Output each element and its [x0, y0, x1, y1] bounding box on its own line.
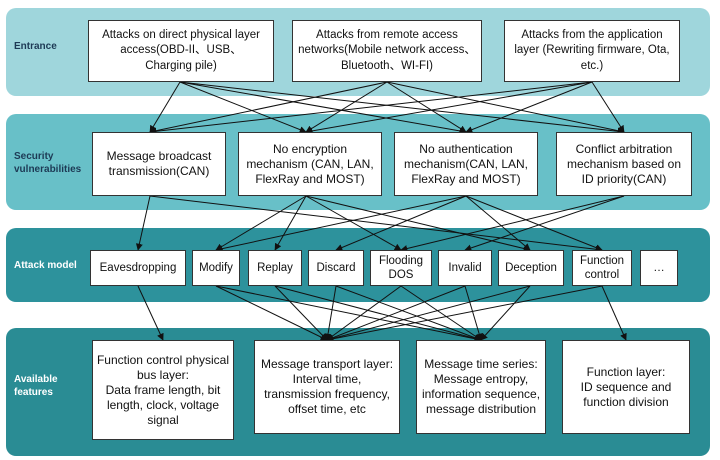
- entrance-box-physical-access: Attacks on direct physical layer access(…: [88, 20, 274, 82]
- feature-box-message-time-series: Message time series: Message entropy, in…: [416, 340, 546, 434]
- vulnerability-box-broadcast: Message broadcast transmission(CAN): [92, 132, 226, 196]
- vulnerability-box-no-authentication: No authentication mechanism(CAN, LAN, Fl…: [394, 132, 538, 196]
- feature-box-message-transport-layer: Message transport layer: Interval time, …: [254, 340, 400, 434]
- entrance-box-remote-networks: Attacks from remote access networks(Mobi…: [292, 20, 482, 82]
- section-label-attack-model: Attack model: [14, 260, 77, 271]
- vulnerability-box-conflict-arbitration: Conflict arbitration mechanism based on …: [556, 132, 692, 196]
- attack-box-eavesdropping: Eavesdropping: [90, 250, 186, 286]
- attack-box-deception: Deception: [498, 250, 564, 286]
- feature-box-physical-bus-layer: Function control physical bus layer: Dat…: [92, 340, 234, 440]
- attack-box-more: …: [640, 250, 678, 286]
- section-label-security-vulnerabilities: Security vulnerabilities: [14, 151, 82, 175]
- feature-box-function-layer: Function layer: ID sequence and function…: [562, 340, 690, 434]
- section-label-entrance: Entrance: [14, 41, 57, 52]
- attack-box-discard: Discard: [308, 250, 364, 286]
- attack-box-flooding-dos: Flooding DOS: [370, 250, 432, 286]
- attack-box-modify: Modify: [192, 250, 240, 286]
- entrance-box-application-layer: Attacks from the application layer (Rewr…: [504, 20, 680, 82]
- section-label-available-features: Available features: [14, 374, 58, 398]
- attack-box-replay: Replay: [248, 250, 302, 286]
- attack-box-invalid: Invalid: [438, 250, 492, 286]
- attack-box-function-control: Function control: [572, 250, 632, 286]
- vulnerability-box-no-encryption: No encryption mechanism (CAN, LAN, FlexR…: [238, 132, 382, 196]
